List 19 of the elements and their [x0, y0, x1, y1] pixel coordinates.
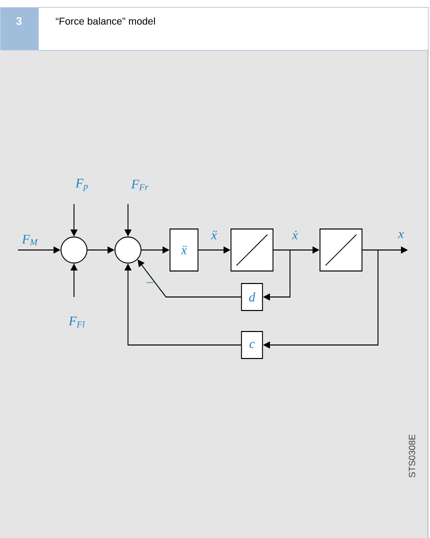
- edge-label: x: [398, 232, 404, 238]
- number-badge: 3: [0, 7, 38, 50]
- edge-label: F$_{Fr}$: [131, 180, 148, 190]
- integrator-block: [320, 228, 362, 272]
- edge-label: –: [146, 282, 154, 283]
- edge-label: ẋ: [292, 230, 298, 240]
- edge-label: ẍ: [210, 230, 217, 240]
- integrator-block: [230, 228, 274, 272]
- image-code: STS0308E: [408, 434, 416, 478]
- block: ẍ: [170, 228, 198, 272]
- arrow: [138, 260, 242, 298]
- edge-label: F$_{Fl}$: [68, 316, 85, 328]
- edge-label: F$_{p}$: [75, 178, 88, 192]
- block: c: [241, 331, 263, 359]
- summing-junction: [114, 236, 142, 264]
- summing-junction: [60, 236, 88, 264]
- block: d: [241, 283, 263, 311]
- edge-label: F$_{M}$: [22, 234, 38, 246]
- title-box: “Force balance” model: [38, 7, 429, 51]
